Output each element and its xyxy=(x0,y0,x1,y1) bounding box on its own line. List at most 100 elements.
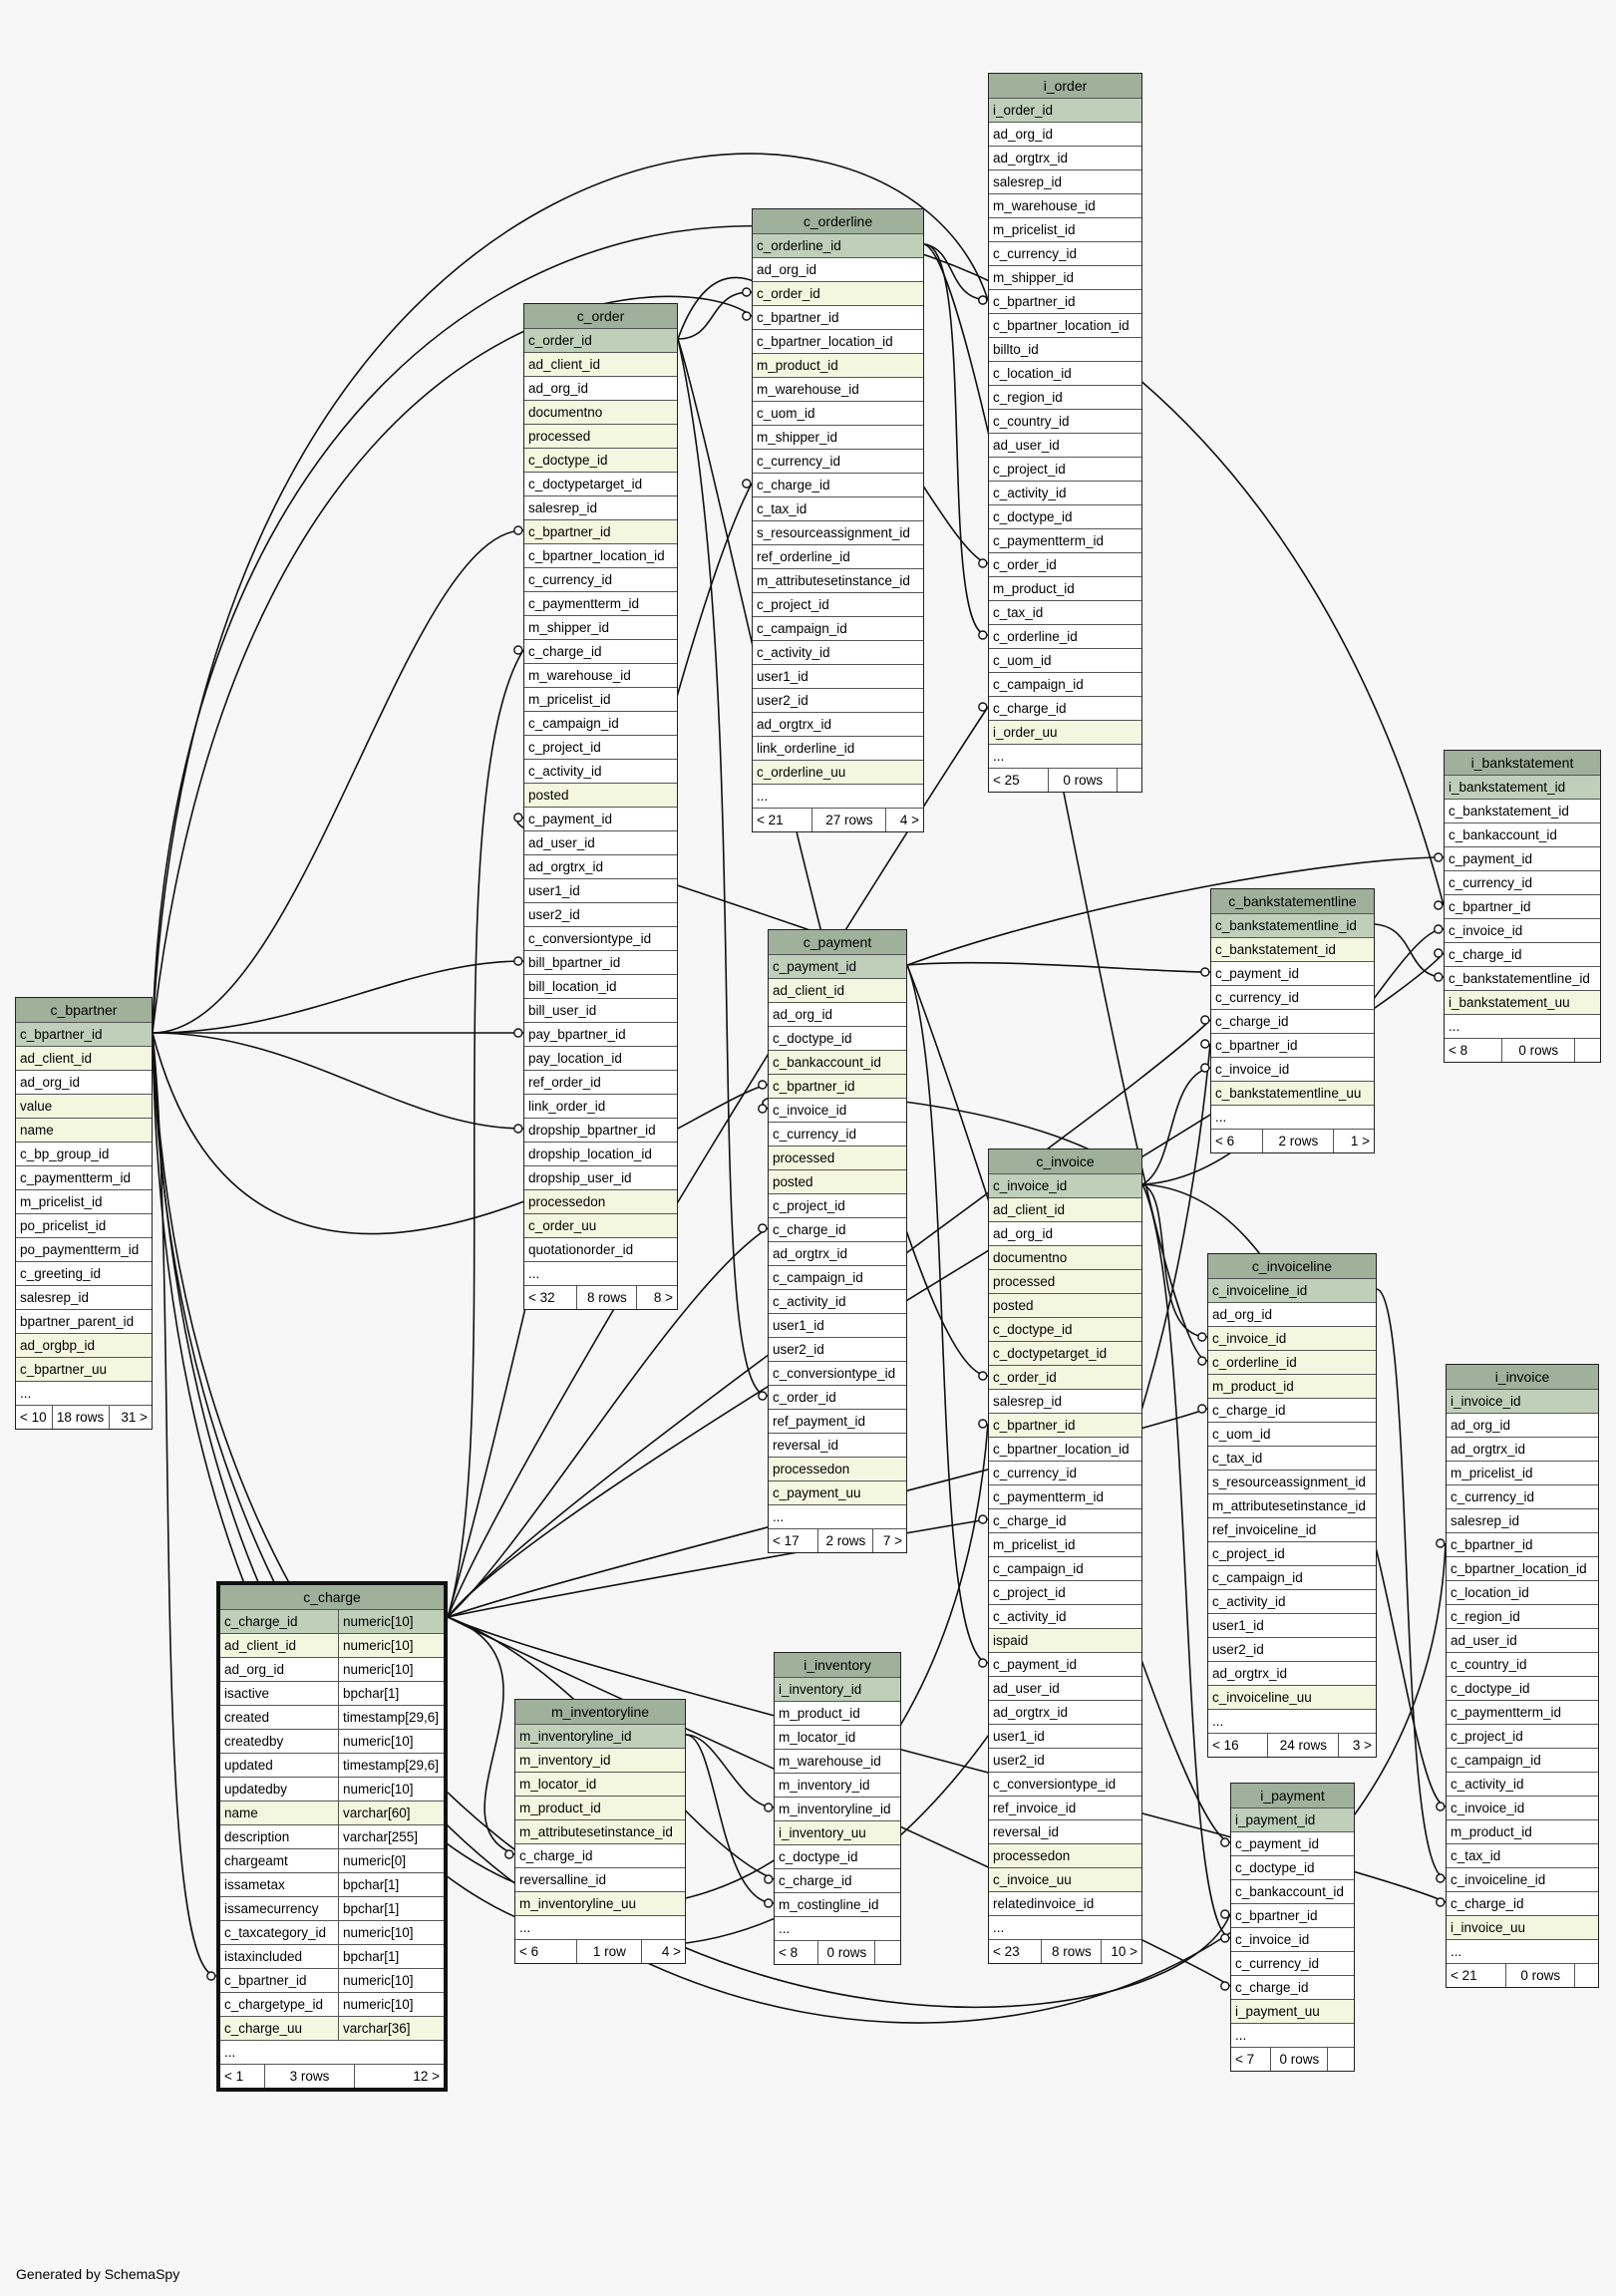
column-c_currency_id[interactable]: c_currency_id xyxy=(1445,870,1600,894)
column-user1_id[interactable]: user1_id xyxy=(769,1313,906,1337)
column-c_location_id[interactable]: c_location_id xyxy=(989,361,1141,385)
table-title[interactable]: c_bankstatementline xyxy=(1211,889,1374,913)
column-c_payment_id[interactable]: c_payment_id xyxy=(1231,1831,1354,1855)
column-m_pricelist_id[interactable]: m_pricelist_id xyxy=(1447,1461,1598,1484)
column-ad_org_id[interactable]: ad_org_id xyxy=(16,1070,152,1094)
column-c_uom_id[interactable]: c_uom_id xyxy=(989,648,1141,672)
column-ad_org_id[interactable]: ad_org_id xyxy=(989,1221,1141,1245)
column-ref_invoiceline_id[interactable]: ref_invoiceline_id xyxy=(1208,1517,1376,1541)
column-c_campaign_id[interactable]: c_campaign_id xyxy=(1208,1565,1376,1589)
column-link_order_id[interactable]: link_order_id xyxy=(524,1094,677,1118)
column-c_orderline_uu[interactable]: c_orderline_uu xyxy=(753,760,923,784)
column-relatedinvoice_id[interactable]: relatedinvoice_id xyxy=(989,1891,1141,1915)
column-m_attributesetinstance_id[interactable]: m_attributesetinstance_id xyxy=(753,568,923,592)
column-c_uom_id[interactable]: c_uom_id xyxy=(1208,1422,1376,1446)
column-c_invoiceline_id[interactable]: c_invoiceline_id xyxy=(1447,1867,1598,1891)
table-title[interactable]: c_invoiceline xyxy=(1208,1254,1376,1278)
column-c_currency_id[interactable]: c_currency_id xyxy=(989,1461,1141,1484)
column-c_currency_id[interactable]: c_currency_id xyxy=(753,449,923,473)
column-c_currency_id[interactable]: c_currency_id xyxy=(1447,1484,1598,1508)
column-user1_id[interactable]: user1_id xyxy=(1208,1613,1376,1637)
table-title[interactable]: i_invoice xyxy=(1447,1365,1598,1389)
column-ad_client_id[interactable]: ad_client_id xyxy=(524,352,677,376)
table-title[interactable]: c_bpartner xyxy=(16,998,152,1022)
column-quotationorder_id[interactable]: quotationorder_id xyxy=(524,1237,677,1261)
column-c_currency_id[interactable]: c_currency_id xyxy=(524,567,677,591)
column-c_charge_id[interactable]: c_charge_id xyxy=(515,1843,685,1867)
column-ref_payment_id[interactable]: ref_payment_id xyxy=(769,1409,906,1433)
column-m_pricelist_id[interactable]: m_pricelist_id xyxy=(989,217,1141,241)
column-salesrep_id[interactable]: salesrep_id xyxy=(524,495,677,519)
column-c_payment_uu[interactable]: c_payment_uu xyxy=(769,1480,906,1504)
column-c_project_id[interactable]: c_project_id xyxy=(1208,1541,1376,1565)
column-salesrep_id[interactable]: salesrep_id xyxy=(16,1285,152,1309)
column-c_bankstatementline_id[interactable]: c_bankstatementline_id xyxy=(1445,966,1600,990)
column-salesrep_id[interactable]: salesrep_id xyxy=(1447,1508,1598,1532)
column-c_bankstatementline_id[interactable]: c_bankstatementline_id xyxy=(1211,913,1374,937)
column-c_region_id[interactable]: c_region_id xyxy=(989,385,1141,409)
column-c_bpartner_uu[interactable]: c_bpartner_uu xyxy=(16,1357,152,1381)
column-c_location_id[interactable]: c_location_id xyxy=(1447,1580,1598,1604)
column-c_invoiceline_id[interactable]: c_invoiceline_id xyxy=(1208,1278,1376,1302)
column-ad_org_id[interactable]: ad_org_id xyxy=(989,122,1141,146)
column-m_product_id[interactable]: m_product_id xyxy=(515,1796,685,1819)
column-c_bankaccount_id[interactable]: c_bankaccount_id xyxy=(1231,1879,1354,1903)
column-posted[interactable]: posted xyxy=(989,1293,1141,1317)
column-c_charge_id[interactable]: c_charge_id xyxy=(1208,1398,1376,1422)
column-user1_id[interactable]: user1_id xyxy=(524,878,677,902)
column-c_currency_id[interactable]: c_currency_id xyxy=(989,241,1141,265)
column-c_doctypetarget_id[interactable]: c_doctypetarget_id xyxy=(989,1341,1141,1365)
column-c_project_id[interactable]: c_project_id xyxy=(989,457,1141,481)
column-c_country_id[interactable]: c_country_id xyxy=(989,409,1141,433)
column-c_currency_id[interactable]: c_currency_id xyxy=(1211,985,1374,1009)
column-c_charge_id[interactable]: c_charge_id xyxy=(989,1508,1141,1532)
column-c_activity_id[interactable]: c_activity_id xyxy=(1208,1589,1376,1613)
column-c_charge_id[interactable]: c_charge_id xyxy=(1445,942,1600,966)
column-c_campaign_id[interactable]: c_campaign_id xyxy=(1447,1748,1598,1772)
column-c_paymentterm_id[interactable]: c_paymentterm_id xyxy=(524,591,677,615)
column-link_orderline_id[interactable]: link_orderline_id xyxy=(753,736,923,760)
column-user2_id[interactable]: user2_id xyxy=(753,688,923,712)
column-c_project_id[interactable]: c_project_id xyxy=(524,735,677,759)
column-m_attributesetinstance_id[interactable]: m_attributesetinstance_id xyxy=(1208,1493,1376,1517)
column-salesrep_id[interactable]: salesrep_id xyxy=(989,1389,1141,1413)
column-ad_orgtrx_id[interactable]: ad_orgtrx_id xyxy=(1208,1661,1376,1685)
column-ad_client_id[interactable]: ad_client_id xyxy=(16,1046,152,1070)
column-m_shipper_id[interactable]: m_shipper_id xyxy=(753,425,923,449)
column-pay_location_id[interactable]: pay_location_id xyxy=(524,1046,677,1070)
column-po_pricelist_id[interactable]: po_pricelist_id xyxy=(16,1213,152,1237)
column-c_tax_id[interactable]: c_tax_id xyxy=(753,496,923,520)
column-c_project_id[interactable]: c_project_id xyxy=(769,1193,906,1217)
column-c_charge_id[interactable]: c_charge_id xyxy=(775,1868,900,1892)
column-i_bankstatement_uu[interactable]: i_bankstatement_uu xyxy=(1445,990,1600,1014)
column-c_currency_id[interactable]: c_currency_id xyxy=(769,1122,906,1146)
column-c_doctype_id[interactable]: c_doctype_id xyxy=(775,1844,900,1868)
column-c_bankaccount_id[interactable]: c_bankaccount_id xyxy=(769,1050,906,1074)
column-i_inventory_uu[interactable]: i_inventory_uu xyxy=(775,1820,900,1844)
column-salesrep_id[interactable]: salesrep_id xyxy=(989,169,1141,193)
column-c_invoice_id[interactable]: c_invoice_id xyxy=(1445,918,1600,942)
column-documentno[interactable]: documentno xyxy=(989,1245,1141,1269)
column-m_shipper_id[interactable]: m_shipper_id xyxy=(524,615,677,639)
column-m_inventoryline_id[interactable]: m_inventoryline_id xyxy=(775,1797,900,1820)
column-c_orderline_id[interactable]: c_orderline_id xyxy=(989,624,1141,648)
column-posted[interactable]: posted xyxy=(769,1169,906,1193)
column-c_bpartner_id[interactable]: c_bpartner_id xyxy=(1211,1033,1374,1057)
column-name[interactable]: name xyxy=(16,1118,152,1142)
column-m_attributesetinstance_id[interactable]: m_attributesetinstance_id xyxy=(515,1819,685,1843)
column-c_bpartner_id[interactable]: c_bpartner_id xyxy=(524,519,677,543)
column-c_invoice_uu[interactable]: c_invoice_uu xyxy=(989,1867,1141,1891)
column-c_charge_id[interactable]: c_charge_id xyxy=(1231,1975,1354,1999)
column-ad_user_id[interactable]: ad_user_id xyxy=(1447,1628,1598,1652)
column-c_activity_id[interactable]: c_activity_id xyxy=(769,1289,906,1313)
column-c_charge_id[interactable]: c_charge_id xyxy=(1447,1891,1598,1915)
